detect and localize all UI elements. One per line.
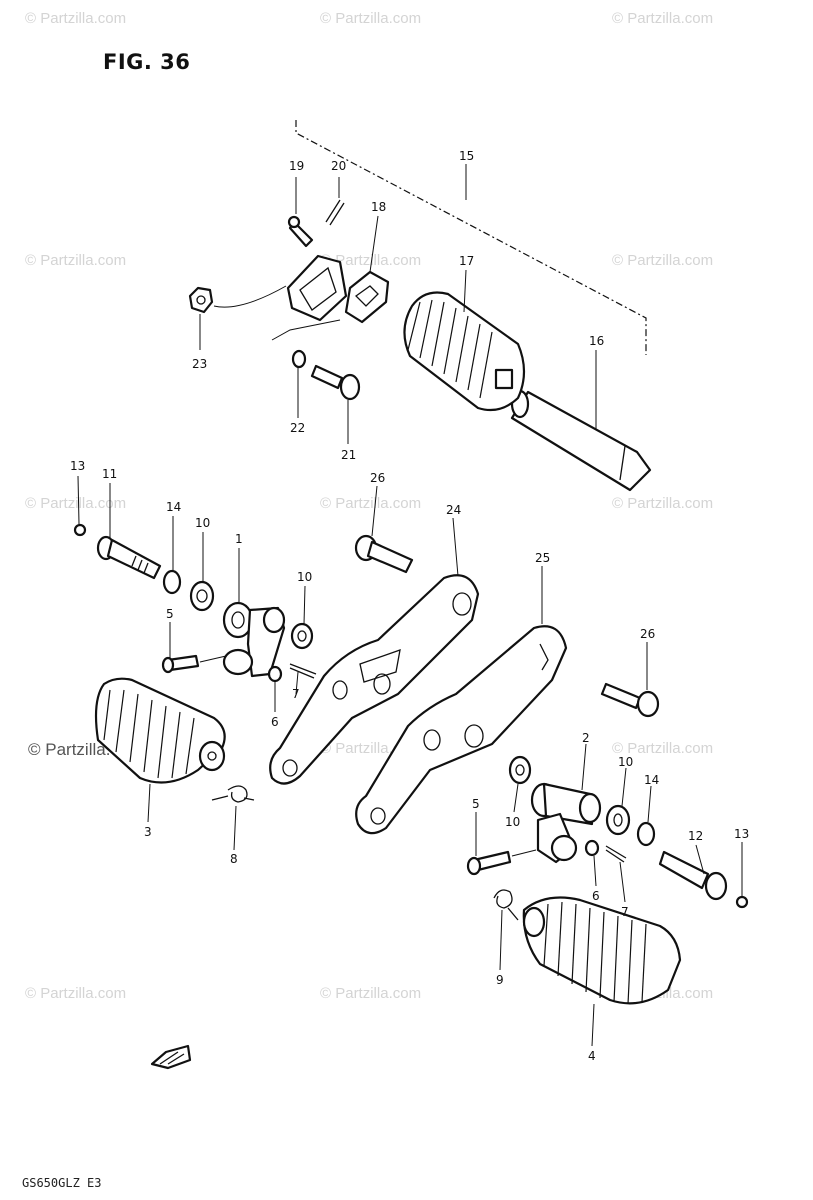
callout-15: 15 <box>459 149 474 163</box>
part-12-bolt <box>658 850 728 901</box>
figure-title: FIG. 36 <box>103 50 191 74</box>
watermark: © Partzilla.com <box>320 985 422 1002</box>
part-1-footrest-bracket-front-left <box>222 601 286 678</box>
part-7-cotter-pin-left <box>289 663 317 679</box>
callout-25: 25 <box>535 551 550 565</box>
callout-11: 11 <box>102 467 117 481</box>
diagram-code: GS650GLZ E3 <box>22 1176 102 1190</box>
watermark: © Partzilla.com <box>612 10 714 27</box>
callout-6-left: 6 <box>271 715 279 729</box>
callout-4: 4 <box>588 1049 596 1063</box>
callout-22: 22 <box>290 421 305 435</box>
callout-19: 19 <box>289 159 304 173</box>
callout-7-left: 7 <box>292 687 300 701</box>
callout-10-left-inner: 10 <box>297 570 312 584</box>
callout-8: 8 <box>230 852 238 866</box>
callout-6-right: 6 <box>592 889 600 903</box>
part-6-washer-right <box>584 839 600 857</box>
part-24-bracket-left <box>269 574 480 785</box>
part-6-washer-left <box>267 665 283 683</box>
part-25-bracket-right <box>355 625 568 835</box>
part-9-spring-right <box>493 889 519 921</box>
part-2-footrest-bracket-front-right <box>530 782 602 864</box>
part-18-plate <box>344 270 390 324</box>
callout-10-right-outer: 10 <box>505 815 520 829</box>
part-17-rear-footrest-rubber <box>403 291 526 412</box>
part-14-washer-left <box>162 569 182 595</box>
callout-24: 24 <box>446 503 461 517</box>
part-4-front-footrest-right <box>522 896 682 1005</box>
assembly-bracket-line <box>295 120 647 355</box>
part-26-bolt-upper <box>354 534 414 574</box>
part-5-pin-left <box>161 654 200 674</box>
callout-2: 2 <box>582 731 590 745</box>
assembly-bracket-15 <box>295 120 647 355</box>
part-10-bushing-left-inner <box>290 622 314 650</box>
watermark: © Partzilla.com <box>612 252 714 269</box>
part-10-bushing-right-inner <box>605 804 631 836</box>
part-10-bushing-left-outer <box>189 580 215 612</box>
assembly-line <box>213 285 287 308</box>
callout-26-lower: 26 <box>640 627 655 641</box>
callout-10-left-outer: 10 <box>195 516 210 530</box>
part-20-cotter-pin <box>325 199 345 226</box>
callout-1: 1 <box>235 532 243 546</box>
part-8-spring-left <box>211 785 255 803</box>
part-3-front-footrest-left <box>94 677 226 784</box>
part-13-nut-left <box>73 523 87 537</box>
leader-lines <box>77 164 743 1047</box>
part-11-bolt <box>96 535 162 580</box>
watermark: © Partzilla.com <box>320 10 422 27</box>
callout-26-upper: 26 <box>370 471 385 485</box>
callout-13-right: 13 <box>734 827 749 841</box>
callout-13-left: 13 <box>70 459 85 473</box>
part-21-bolt <box>310 364 361 401</box>
part-16-footrest-shaft <box>510 389 652 492</box>
watermark: © Partzilla.com <box>25 985 127 1002</box>
part-10-bushing-right-outer <box>508 755 532 785</box>
part-22-washer <box>291 349 307 369</box>
callout-23: 23 <box>192 357 207 371</box>
part-26-bolt-lower <box>600 682 660 718</box>
part-14-washer-right <box>636 821 656 847</box>
callout-20: 20 <box>331 159 346 173</box>
watermark: © Partzilla.com <box>612 495 714 512</box>
front-direction-arrow-icon <box>150 1044 192 1070</box>
watermark: © Partzilla.com <box>25 10 127 27</box>
assembly-line <box>199 655 227 663</box>
callout-5-left: 5 <box>166 607 174 621</box>
callout-3: 3 <box>144 825 152 839</box>
watermark: © Partzilla.com <box>612 740 714 757</box>
part-19-pin <box>287 215 314 248</box>
callout-17: 17 <box>459 254 474 268</box>
part-7-cotter-pin-right <box>605 845 627 863</box>
callout-12: 12 <box>688 829 703 843</box>
part-13-nut-right <box>735 895 749 909</box>
callout-5-right: 5 <box>472 797 480 811</box>
callout-10-right-inner: 10 <box>618 755 633 769</box>
callout-16: 16 <box>589 334 604 348</box>
assembly-line <box>271 319 341 341</box>
watermark: © Partzilla.com <box>25 252 127 269</box>
callout-7-right: 7 <box>621 905 629 919</box>
callout-14-left: 14 <box>166 500 181 514</box>
assembly-line <box>511 849 537 857</box>
watermark: © Partzilla.com <box>320 495 422 512</box>
watermark: © Partzilla.com <box>25 495 127 512</box>
callout-9: 9 <box>496 973 504 987</box>
callout-labels: 19 20 15 18 17 16 23 22 21 13 11 26 14 2… <box>70 149 749 1063</box>
part-23-nut <box>188 286 214 314</box>
callout-18: 18 <box>371 200 386 214</box>
part-5-pin-right <box>466 850 512 876</box>
watermark: © Partzilla.com <box>320 252 422 269</box>
callout-14-right: 14 <box>644 773 659 787</box>
part-bracket-rear <box>286 254 348 322</box>
callout-21: 21 <box>341 448 356 462</box>
